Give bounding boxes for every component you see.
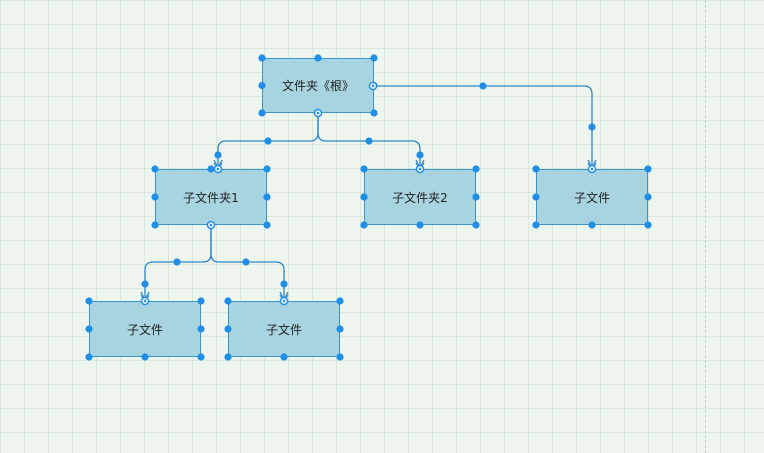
node-subfolder-2[interactable]: 子文件夹2: [364, 169, 476, 225]
connector-edge[interactable]: [317, 113, 425, 172]
node-label: 子文件: [126, 322, 163, 337]
connector-edge[interactable]: [213, 113, 319, 172]
node-label: 子文件夹1: [183, 190, 239, 205]
node-file-b[interactable]: 子文件: [89, 301, 201, 357]
node-label: 子文件夹2: [392, 190, 448, 205]
node-label: 子文件: [573, 190, 610, 205]
page-boundary-guide: [705, 0, 706, 453]
node-label: 文件夹《根》: [281, 79, 354, 93]
node-file-c[interactable]: 子文件: [228, 301, 340, 357]
node-file-a[interactable]: 子文件: [536, 169, 648, 225]
node-root-folder[interactable]: 文件夹《根》: [262, 58, 374, 113]
node-subfolder-1[interactable]: 子文件夹1: [155, 169, 267, 225]
node-label: 子文件: [265, 322, 302, 337]
connector-edge[interactable]: [210, 225, 289, 304]
connector-edge[interactable]: [140, 225, 212, 304]
connector-edge[interactable]: [374, 85, 597, 172]
